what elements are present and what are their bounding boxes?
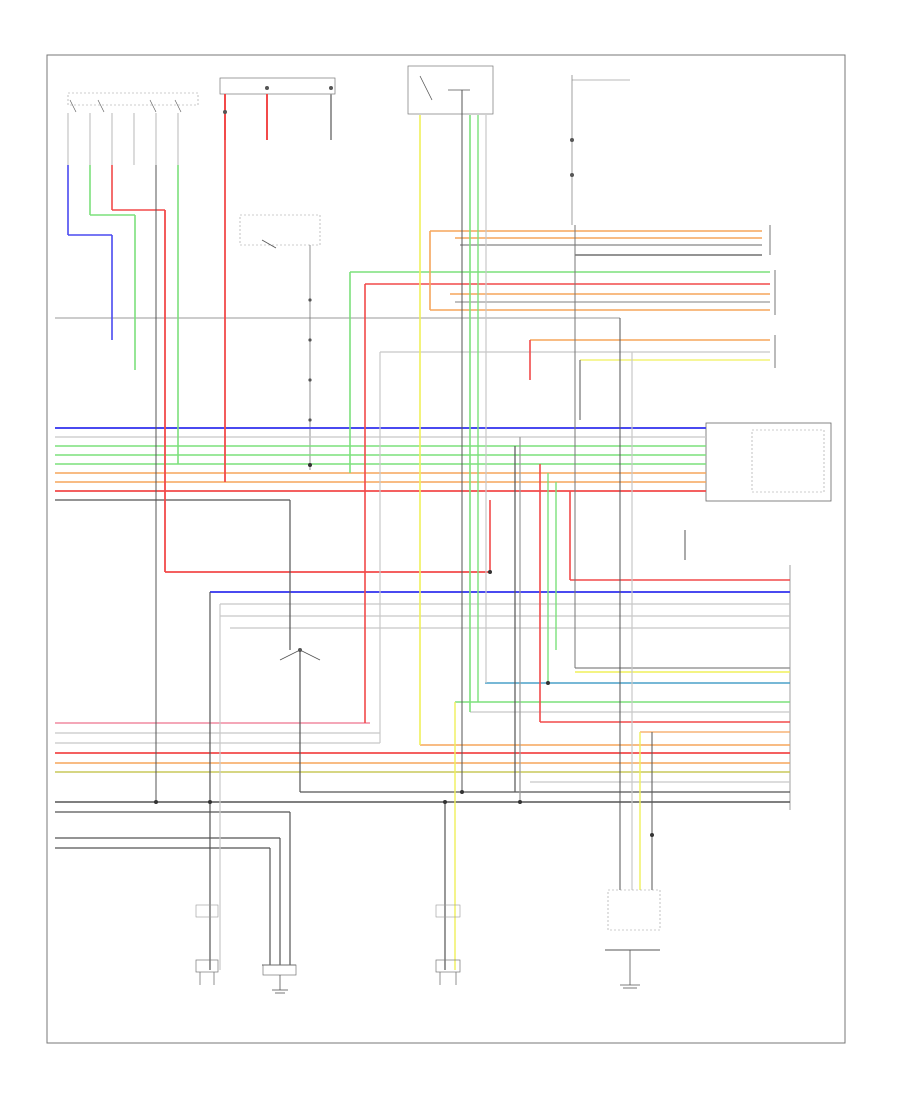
top-relay bbox=[407, 65, 494, 115]
diagram-frame bbox=[46, 54, 846, 1044]
top-right-feed bbox=[570, 75, 630, 225]
top-sensor-group bbox=[219, 77, 336, 140]
top-left-switch bbox=[67, 92, 199, 165]
mid-switch bbox=[239, 214, 321, 470]
bottom-switch-right bbox=[605, 889, 661, 989]
bottom-ground-left bbox=[262, 964, 297, 994]
junction-dots bbox=[154, 463, 654, 837]
sensor-box-right bbox=[705, 422, 832, 502]
vertical-wires bbox=[67, 90, 686, 970]
lower-switch bbox=[279, 648, 321, 661]
connector-right-upper bbox=[769, 225, 776, 368]
bottom-sensor-left bbox=[195, 904, 219, 985]
bottom-sensor-center bbox=[435, 904, 461, 985]
